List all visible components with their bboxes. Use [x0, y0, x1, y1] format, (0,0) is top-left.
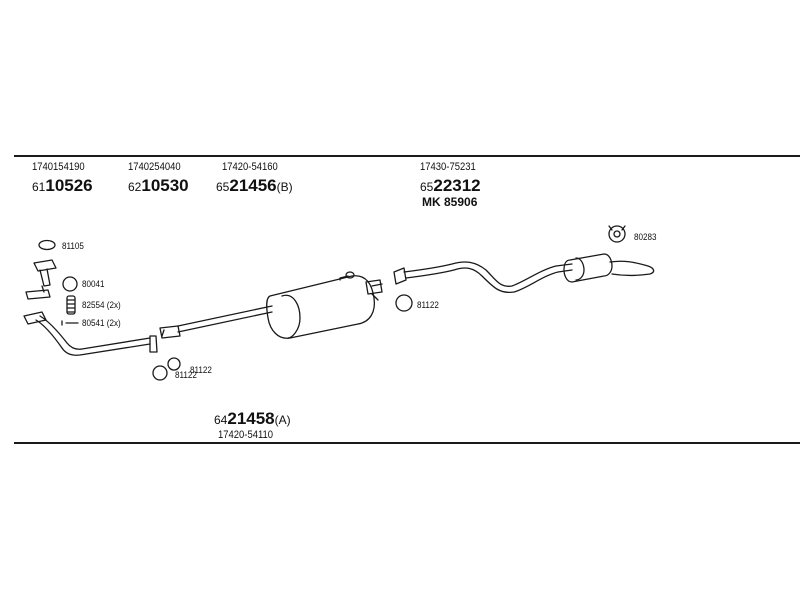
part-suffix: (A) — [274, 413, 291, 427]
front-pipe-icon — [23, 311, 158, 356]
part-prefix: 65 — [420, 180, 434, 194]
ring-81122-c-icon — [395, 294, 413, 312]
bolt-80541-icon — [61, 320, 79, 326]
part-number-bottom: 6421458(A) — [214, 410, 291, 427]
label-82554: 82554 (2x) — [82, 300, 121, 310]
rear-flange-icon — [365, 279, 383, 301]
part-prefix: 62 — [128, 180, 142, 194]
central-muffler-icon — [266, 271, 376, 339]
mk-number: MK 85906 — [422, 195, 478, 209]
ref-number-bottom: 17420-54110 — [218, 429, 274, 441]
spring-82554-icon — [66, 295, 76, 315]
hanger-80283-icon — [608, 225, 626, 243]
intermediate-pipe-icon — [393, 261, 573, 294]
rear-muffler-icon — [563, 253, 655, 283]
part-prefix: 64 — [214, 413, 228, 427]
label-81122-c: 81122 — [417, 300, 439, 310]
part-suffix: (B) — [276, 180, 293, 194]
part-prefix: 61 — [32, 180, 46, 194]
bottom-divider — [14, 442, 800, 444]
ref-number-2: 1740254040 — [128, 161, 181, 173]
label-80283: 80283 — [634, 232, 657, 242]
part-main: 22312 — [433, 176, 481, 195]
part-number-2: 6210530 — [128, 177, 189, 194]
label-80541: 80541 (2x) — [82, 318, 121, 328]
ring-81122-a-icon — [152, 365, 168, 381]
label-81122-a: 81122 — [175, 370, 197, 380]
label-80041: 80041 — [82, 279, 105, 289]
label-81122-b: 81122 — [190, 365, 212, 375]
ref-number-3: 17420-54160 — [222, 161, 278, 173]
part-main: 10530 — [141, 176, 189, 195]
part-main: 21456 — [229, 176, 277, 195]
top-divider — [14, 155, 800, 157]
part-number-4: 6522312 — [420, 177, 481, 194]
center-pipe-icon — [159, 305, 273, 339]
manifold-flange-icon — [25, 259, 57, 300]
ring-81105-icon — [38, 239, 56, 251]
part-main: 21458 — [227, 409, 275, 428]
ref-number-1: 1740154190 — [32, 161, 85, 173]
gasket-80041-icon — [62, 276, 78, 292]
part-prefix: 65 — [216, 180, 230, 194]
part-number-3: 6521456(B) — [216, 177, 293, 194]
label-81105: 81105 — [62, 241, 84, 251]
ref-number-4: 17430-75231 — [420, 161, 476, 173]
ring-81122-b-icon — [167, 357, 181, 371]
part-number-1: 6110526 — [32, 177, 93, 194]
part-main: 10526 — [45, 176, 93, 195]
